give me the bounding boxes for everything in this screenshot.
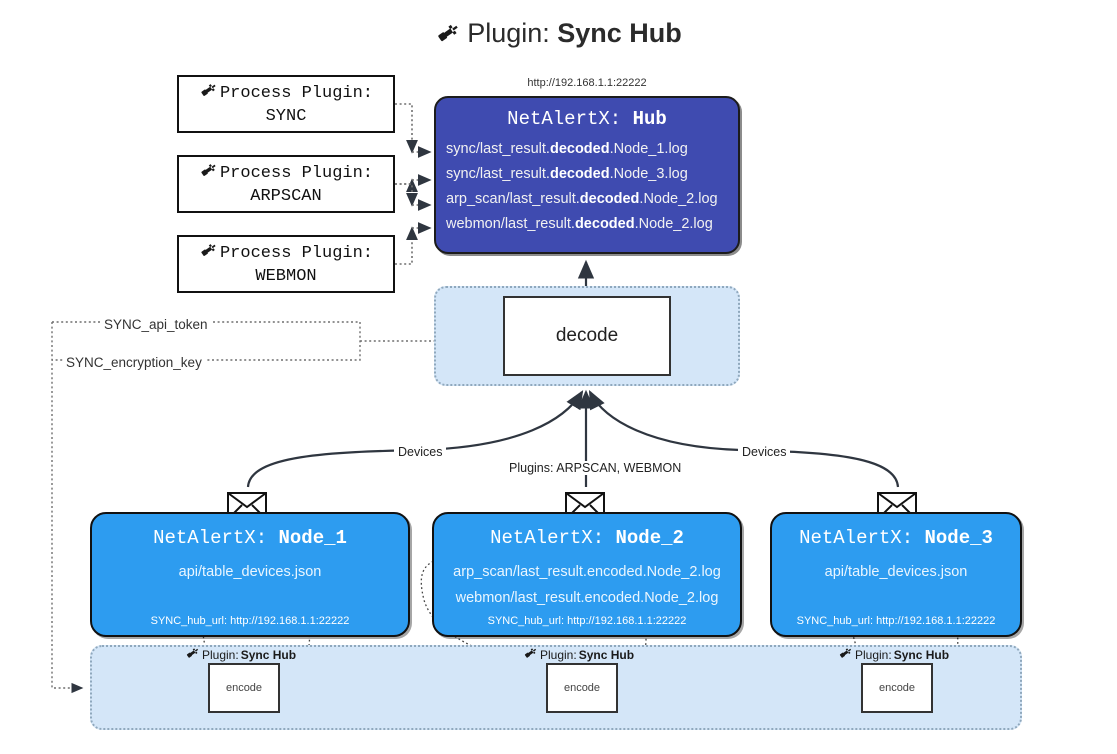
- node-hub-url-label: SYNC_hub_url: http://192.168.1.1:22222: [796, 615, 996, 627]
- node-file-item: webmon/last_result.encoded.Node_2.log: [455, 590, 719, 606]
- node-title: NetAlertX: Node_2: [434, 527, 740, 549]
- node-file-list: api/table_devices.json: [772, 559, 1020, 585]
- log-post: .Node_2.log: [639, 191, 718, 207]
- log-mid: decoded: [549, 166, 610, 182]
- node-title: NetAlertX: Node_3: [772, 527, 1020, 549]
- node-box-node-3[interactable]: NetAlertX: Node_3 api/table_devices.json…: [770, 512, 1022, 637]
- hub-log-item: webmon/last_result.decoded.Node_2.log: [446, 212, 738, 237]
- encode-box-2[interactable]: encode: [546, 663, 618, 713]
- secret-label-api-token: SYNC_api_token: [101, 317, 211, 332]
- log-mid: decoded: [549, 141, 610, 157]
- log-pre: sync/last_result.: [446, 141, 550, 157]
- process-plugin-name: WEBMON: [255, 267, 317, 286]
- edge-label-devices-right: Devices: [738, 445, 791, 459]
- encode-label-prefix: Plugin:: [540, 647, 577, 662]
- node-file-item: api/table_devices.json: [824, 564, 968, 580]
- plug-icon: [523, 646, 538, 663]
- hub-log-item: sync/last_result.decoded.Node_3.log: [446, 162, 738, 187]
- node-title-prefix: NetAlertX:: [153, 527, 279, 549]
- process-plugin-box-sync[interactable]: Process Plugin: SYNC: [177, 75, 395, 133]
- encode-box-1[interactable]: encode: [208, 663, 280, 713]
- node-hub-url-label: SYNC_hub_url: http://192.168.1.1:22222: [150, 615, 350, 627]
- plug-icon: [199, 81, 218, 106]
- hub-title: NetAlertX: Hub: [436, 108, 738, 130]
- hub-log-list: sync/last_result.decoded.Node_1.log sync…: [436, 137, 738, 237]
- secret-label-encryption-key: SYNC_encryption_key: [63, 355, 205, 370]
- encode-label-name: Sync Hub: [893, 647, 950, 662]
- encode-label-prefix: Plugin:: [202, 647, 239, 662]
- process-plugin-label: Process Plugin:: [219, 163, 374, 183]
- log-pre: webmon/last_result.: [446, 216, 575, 232]
- hub-node[interactable]: NetAlertX: Hub sync/last_result.decoded.…: [434, 96, 740, 254]
- process-plugin-label: Process Plugin:: [219, 243, 374, 263]
- page-title: Plugin: Sync Hub: [0, 18, 1117, 52]
- edge-label-plugins: Plugins: ARPSCAN, WEBMON: [505, 461, 686, 475]
- hub-title-prefix: NetAlertX:: [507, 108, 633, 130]
- edge-label-devices-left: Devices: [394, 445, 447, 459]
- plug-icon: [199, 161, 218, 186]
- log-post: .Node_2.log: [634, 216, 713, 232]
- encode-plugin-label-3: Plugin: Sync Hub: [838, 646, 949, 663]
- node-box-node-1[interactable]: NetAlertX: Node_1 api/table_devices.json…: [90, 512, 410, 637]
- decode-box[interactable]: decode: [503, 296, 671, 376]
- encode-box-3[interactable]: encode: [861, 663, 933, 713]
- encode-plugin-label-1: Plugin: Sync Hub: [185, 646, 296, 663]
- node-file-list: arp_scan/last_result.encoded.Node_2.log …: [434, 559, 740, 611]
- plug-icon: [185, 646, 200, 663]
- hub-log-item: sync/last_result.decoded.Node_1.log: [446, 137, 738, 162]
- node-title-prefix: NetAlertX:: [490, 527, 616, 549]
- hub-url-label: http://192.168.1.1:22222: [527, 77, 647, 89]
- log-mid: decoded: [574, 216, 635, 232]
- node-file-item: api/table_devices.json: [178, 564, 322, 580]
- plug-icon: [435, 21, 461, 52]
- node-box-node-2[interactable]: NetAlertX: Node_2 arp_scan/last_result.e…: [432, 512, 742, 637]
- node-file-item: arp_scan/last_result.encoded.Node_2.log: [453, 564, 721, 580]
- hub-log-item: arp_scan/last_result.decoded.Node_2.log: [446, 187, 738, 212]
- node-title-name: Node_3: [924, 527, 993, 549]
- node-file-list: api/table_devices.json: [92, 559, 408, 585]
- log-post: .Node_3.log: [609, 166, 688, 182]
- node-hub-url-label: SYNC_hub_url: http://192.168.1.1:22222: [487, 615, 687, 627]
- log-pre: sync/last_result.: [446, 166, 550, 182]
- node-title-prefix: NetAlertX:: [799, 527, 925, 549]
- encode-label-prefix: Plugin:: [855, 647, 892, 662]
- log-pre: arp_scan/last_result.: [446, 191, 580, 207]
- process-plugin-name: ARPSCAN: [250, 187, 322, 206]
- node-title: NetAlertX: Node_1: [92, 527, 408, 549]
- encode-plugin-label-2: Plugin: Sync Hub: [523, 646, 634, 663]
- log-post: .Node_1.log: [609, 141, 688, 157]
- plug-icon: [199, 241, 218, 266]
- node-title-name: Node_2: [615, 527, 684, 549]
- page-title-name: Sync Hub: [557, 18, 682, 48]
- node-title-name: Node_1: [278, 527, 347, 549]
- encode-label-name: Sync Hub: [240, 647, 297, 662]
- process-plugin-label: Process Plugin:: [219, 83, 374, 103]
- encode-label-name: Sync Hub: [578, 647, 635, 662]
- plug-icon: [838, 646, 853, 663]
- process-plugin-box-arpscan[interactable]: Process Plugin: ARPSCAN: [177, 155, 395, 213]
- page-title-prefix: Plugin:: [467, 18, 558, 48]
- hub-title-name: Hub: [632, 108, 667, 130]
- process-plugin-box-webmon[interactable]: Process Plugin: WEBMON: [177, 235, 395, 293]
- process-plugin-name: SYNC: [265, 107, 307, 126]
- log-mid: decoded: [579, 191, 640, 207]
